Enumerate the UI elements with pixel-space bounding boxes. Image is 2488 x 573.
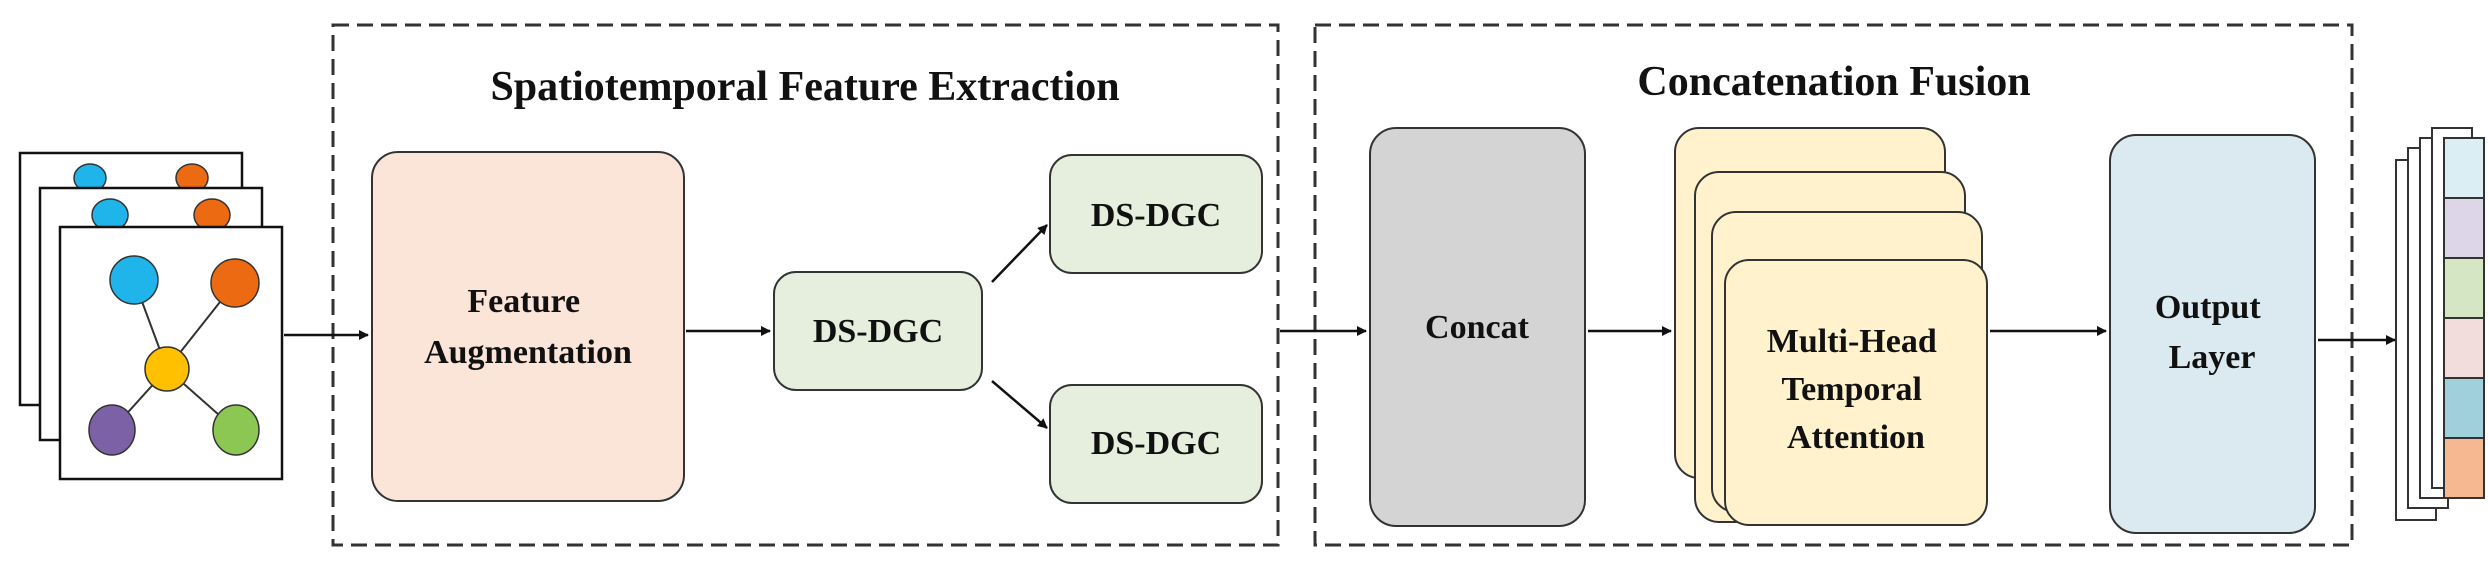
flow-arrows	[284, 224, 2396, 429]
attention-stack	[1674, 127, 1988, 526]
feature-augmentation-label: Feature Augmentation	[424, 283, 632, 371]
dsdgc-top-label: DS-DGC	[1091, 197, 1221, 234]
dsdgc-top-block	[1049, 154, 1263, 274]
fusion-title: Concatenation Fusion	[1637, 59, 2030, 105]
node-purple-icon	[88, 404, 136, 456]
input-graph-stack	[18, 151, 284, 481]
concat-block	[1369, 127, 1586, 527]
fusion-panel	[1313, 23, 2354, 547]
node-blue-icon	[109, 255, 159, 305]
dsdgc-bottom-block	[1049, 384, 1263, 504]
node-yellow-icon	[144, 346, 190, 392]
arrow-dsdgc-to-top	[991, 224, 1048, 283]
feature-augmentation-block	[371, 151, 685, 502]
arrow-dsdgc-to-bottom	[991, 380, 1048, 429]
output-stack	[2395, 127, 2485, 521]
concat-label: Concat	[1425, 309, 1530, 346]
dsdgc-center-block	[773, 271, 983, 391]
output-layer-block	[2109, 134, 2316, 534]
extraction-panel	[331, 23, 1280, 547]
output-layer-label: Output Layer	[2155, 289, 2269, 376]
node-orange-icon	[210, 258, 260, 308]
attention-block	[1724, 259, 1988, 526]
node-green-icon	[212, 404, 260, 456]
extraction-title: Spatiotemporal Feature Extraction	[490, 64, 1119, 110]
attention-label: Multi-Head Temporal Attention	[1767, 323, 1945, 456]
dsdgc-bottom-label: DS-DGC	[1091, 425, 1221, 462]
dsdgc-center-label: DS-DGC	[813, 313, 943, 350]
